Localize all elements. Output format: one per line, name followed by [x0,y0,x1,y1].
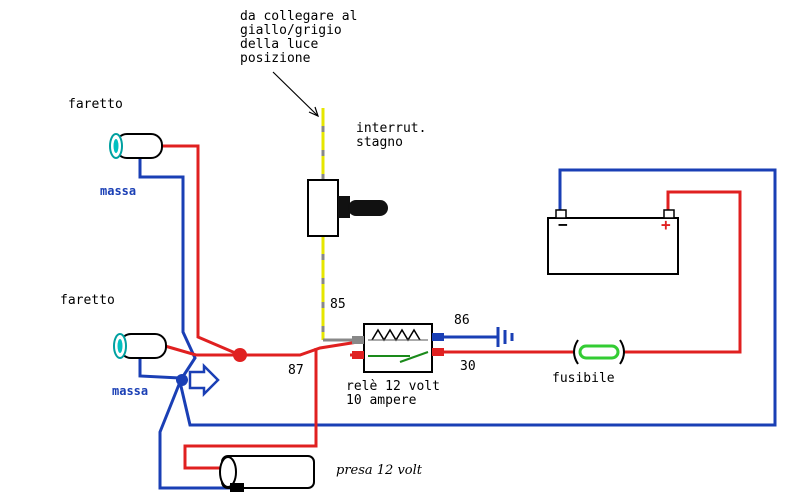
relay-label-1: relè 12 volt [346,379,440,394]
ground-symbol-icon [496,327,514,347]
bottom-lamp-icon [113,333,167,359]
socket-ground-wire [158,381,236,490]
switch-label-2: stagno [356,135,403,150]
note-line-2: giallo/grigio [240,23,342,38]
relay-icon [363,323,433,373]
relay-87-wire [240,339,365,357]
bottom-lamp-ground-wire [138,352,181,380]
bottom-lamp-label: faretto [60,293,115,308]
bottom-lamp-positive-wire [164,344,240,357]
battery-plus-label: + [661,215,671,234]
relay-pin-86-terminal [432,333,444,341]
top-lamp-ground-label: massa [100,184,137,198]
socket-positive-wire [183,348,318,470]
fuse-icon [573,339,625,365]
fuse-label: fusibile [552,371,615,386]
switch-label-1: interrut. [356,121,427,136]
note-line-3: della luce [240,37,319,52]
relay-pin-87-terminal [352,351,364,359]
toggle-switch-icon [307,179,388,237]
note-line-1: da collegare al [240,9,358,24]
relay-pin-85-terminal [352,336,364,344]
ground-junction-node [176,374,188,386]
top-lamp-ground-wire [138,155,197,379]
note-arrow-line [272,71,319,117]
arrow-right-icon [188,362,220,398]
battery-minus-label: − [558,215,568,234]
battery-icon [547,209,679,275]
top-lamp-label: faretto [68,97,123,112]
socket-icon [219,455,315,492]
pin-30-label: 30 [460,359,476,374]
pin-86-label: 86 [454,313,470,328]
relay-pin-30-terminal [432,348,444,356]
top-lamp-positive-wire [160,144,241,357]
pin-87-label: 87 [288,363,304,378]
socket-label: presa 12 volt [336,463,423,478]
battery-positive-wire [623,190,742,354]
battery-ground-wire [460,168,777,427]
top-lamp-icon [109,133,163,159]
positive-junction-node [233,348,247,362]
note-arrow-head-icon [308,106,319,118]
note-line-4: posizione [240,51,311,66]
ground-return-wire [178,381,460,427]
pin-85-label: 85 [330,297,346,312]
relay-label-2: 10 ampere [346,393,417,408]
positive-wires [160,144,742,470]
bottom-lamp-ground-label: massa [112,384,149,398]
